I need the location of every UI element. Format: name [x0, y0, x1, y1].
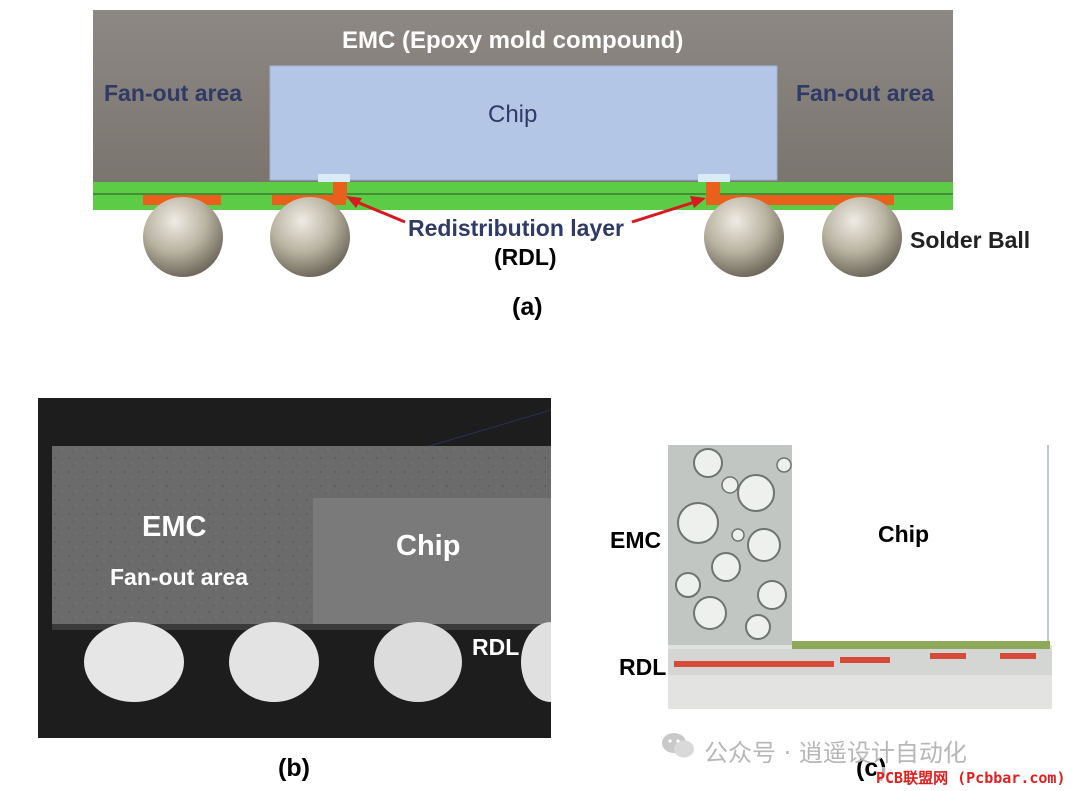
- filler-sphere: [711, 552, 741, 582]
- sem-ball-2: [229, 622, 319, 702]
- panel-b-sem-image: EMC Fan-out area Chip RDL: [38, 398, 551, 738]
- wechat-icon: [660, 731, 696, 761]
- sem-ball-3: [374, 622, 462, 702]
- micro-rdl-label: RDL: [619, 654, 667, 680]
- fanout-right-label: Fan-out area: [796, 80, 935, 106]
- chip-pad-right: [698, 174, 730, 182]
- caption-a: (a): [512, 293, 543, 321]
- filler-sphere: [721, 476, 739, 494]
- wechat-watermark: 公众号 · 逍遥设计自动化: [704, 739, 967, 767]
- rdl-arrowhead-right: [690, 196, 706, 208]
- micro-chip-region: [792, 445, 1052, 645]
- micro-rdl-trace: [1000, 653, 1036, 659]
- filler-sphere: [731, 528, 745, 542]
- rdl-arrow-left: [351, 198, 406, 224]
- solder-ball-2: [270, 197, 350, 277]
- chip-pad-left: [318, 174, 350, 182]
- solder-ball-3: [704, 197, 784, 277]
- rdl-label-line1: Redistribution layer: [408, 215, 624, 241]
- rdl-arrow-right: [631, 199, 699, 224]
- solder-ball-4: [822, 197, 902, 277]
- sem-emc-label: EMC: [142, 511, 207, 543]
- filler-sphere: [776, 457, 792, 473]
- sem-chip-block: [313, 498, 551, 626]
- filler-sphere: [737, 474, 775, 512]
- micro-rdl-trace: [674, 661, 834, 667]
- filler-sphere: [677, 502, 719, 544]
- micro-rdl-trace: [930, 653, 966, 659]
- micro-bond-line: [792, 641, 1050, 649]
- panel-c-micrograph: [668, 445, 1052, 709]
- rdl-arrowhead-left: [346, 196, 362, 208]
- panel-c-drawing: [668, 445, 1052, 709]
- sem-fanout-label: Fan-out area: [110, 564, 249, 590]
- filler-sphere: [675, 572, 701, 598]
- sem-ball-4: [521, 622, 551, 702]
- chip-die: [269, 65, 778, 181]
- panel-b-drawing: [52, 409, 551, 702]
- rdl-via-left: [333, 182, 347, 200]
- site-watermark: PCB联盟网 (Pcbbar.com): [876, 767, 1066, 788]
- filler-sphere: [757, 580, 787, 610]
- caption-b: (b): [278, 754, 310, 782]
- filler-sphere: [693, 448, 723, 478]
- chip-label: Chip: [488, 101, 538, 128]
- filler-sphere: [745, 614, 771, 640]
- filler-sphere: [747, 528, 781, 562]
- sem-scratch-line: [422, 409, 551, 449]
- micro-emc-label: EMC: [610, 527, 662, 553]
- sem-ball-1: [84, 622, 184, 702]
- micro-bottom-layer: [668, 675, 1052, 709]
- sem-rdl-layer: [52, 624, 551, 630]
- micro-rdl-trace: [840, 657, 890, 663]
- emc-label: EMC (Epoxy mold compound): [342, 27, 684, 54]
- solder-ball-label: Solder Ball: [910, 227, 1031, 253]
- fanout-left-label: Fan-out area: [104, 80, 243, 106]
- filler-sphere: [693, 596, 727, 630]
- sem-rdl-label: RDL: [472, 634, 520, 660]
- rdl-trace-right: [706, 195, 894, 205]
- panel-a-schematic: EMC (Epoxy mold compound) Fan-out area F…: [0, 0, 1080, 340]
- solder-ball-1: [143, 197, 223, 277]
- rdl-label-line2: (RDL): [494, 244, 557, 270]
- micro-chip-label: Chip: [878, 521, 930, 547]
- sem-chip-label: Chip: [396, 530, 461, 562]
- panel-a-drawing: [93, 10, 953, 277]
